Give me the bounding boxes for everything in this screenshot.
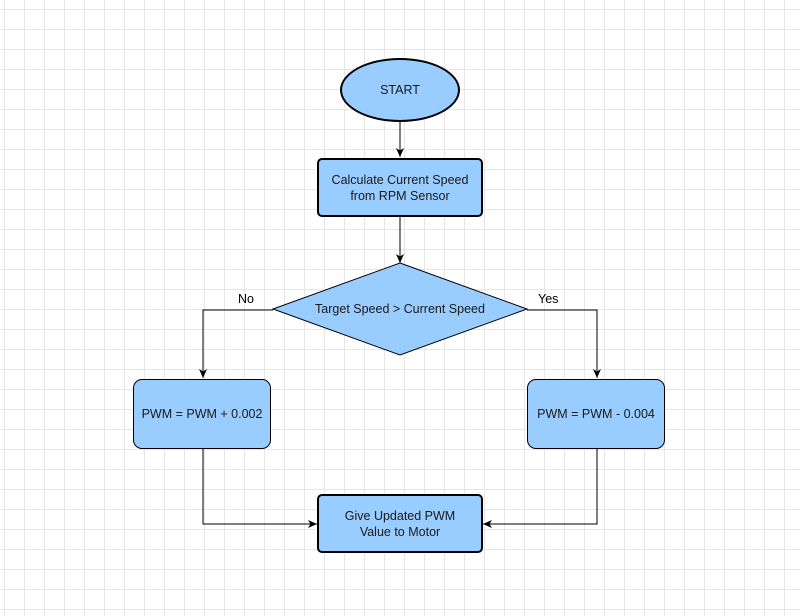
edge-label-no: No (238, 292, 254, 306)
edge-increase-to-output (202, 449, 317, 528)
pwm-decrease-label: PWM = PWM - 0.004 (537, 407, 655, 421)
decision-label: Target Speed > Current Speed (315, 302, 485, 316)
decision-diamond-shape (271, 262, 529, 356)
edge-label-yes: Yes (538, 292, 559, 306)
start-node-label: START (380, 83, 420, 97)
edge-decision-yes (527, 309, 601, 378)
pwm-increase-label: PWM = PWM + 0.002 (141, 407, 263, 421)
edge-decrease-to-output (483, 449, 598, 528)
pwm-increase-node[interactable]: PWM = PWM + 0.002 (133, 379, 271, 449)
calculate-speed-label: Calculate Current Speed from RPM Sensor (331, 172, 469, 203)
decision-node[interactable]: Target Speed > Current Speed (273, 263, 527, 355)
edge-decision-no (199, 309, 273, 378)
start-node[interactable]: START (340, 58, 460, 122)
pwm-decrease-node[interactable]: PWM = PWM - 0.004 (527, 379, 665, 449)
output-node[interactable]: Give Updated PWM Value to Motor (317, 494, 483, 553)
calculate-speed-node[interactable]: Calculate Current Speed from RPM Sensor (317, 158, 483, 217)
output-label: Give Updated PWM Value to Motor (344, 508, 456, 539)
